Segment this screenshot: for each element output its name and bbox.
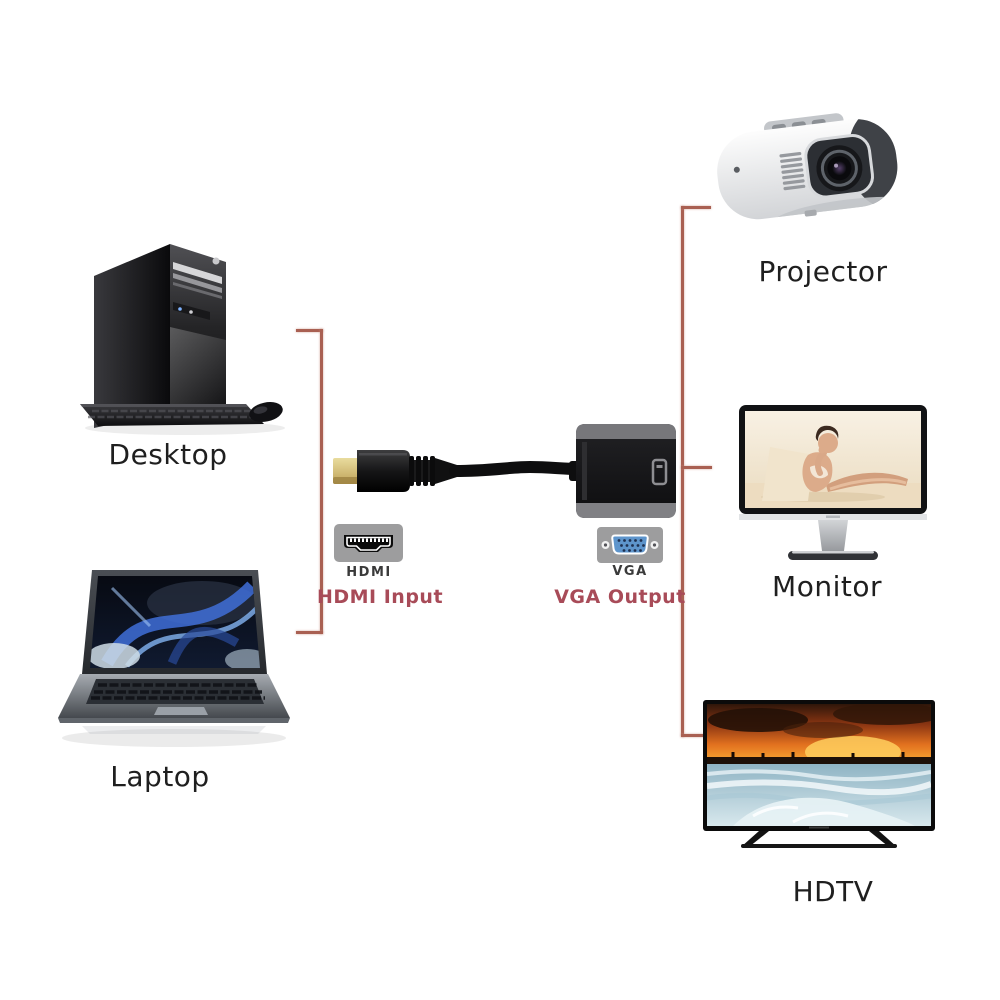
projector-icon bbox=[712, 95, 907, 245]
laptop-icon bbox=[52, 568, 292, 753]
monitor-label: Monitor bbox=[772, 570, 882, 603]
monitor-icon bbox=[738, 405, 928, 567]
hdmi-input-label: HDMI Input bbox=[316, 586, 444, 608]
vga-port-caption: VGA bbox=[612, 564, 648, 579]
desktop-label: Desktop bbox=[108, 438, 228, 471]
hdtv-connector-line bbox=[681, 734, 710, 737]
projector-connector-line bbox=[681, 206, 711, 209]
monitor-connector-line bbox=[681, 466, 712, 469]
source-bracket-line bbox=[320, 329, 323, 634]
hdmi-port-caption: HDMI bbox=[346, 565, 392, 580]
desktop-connector-line bbox=[296, 329, 323, 332]
hdtv-label: HDTV bbox=[792, 875, 874, 908]
desktop-tower-icon bbox=[70, 232, 285, 437]
hdmi-port-icon bbox=[334, 524, 403, 562]
projector-label: Projector bbox=[758, 255, 888, 288]
laptop-connector-line bbox=[296, 631, 323, 634]
hdtv-icon bbox=[703, 700, 935, 862]
display-bracket-line bbox=[681, 206, 684, 737]
hdmi-vga-adapter-image bbox=[325, 420, 680, 522]
vga-port-icon bbox=[597, 527, 663, 563]
vga-output-label: VGA Output bbox=[554, 586, 686, 608]
laptop-label: Laptop bbox=[110, 760, 210, 793]
